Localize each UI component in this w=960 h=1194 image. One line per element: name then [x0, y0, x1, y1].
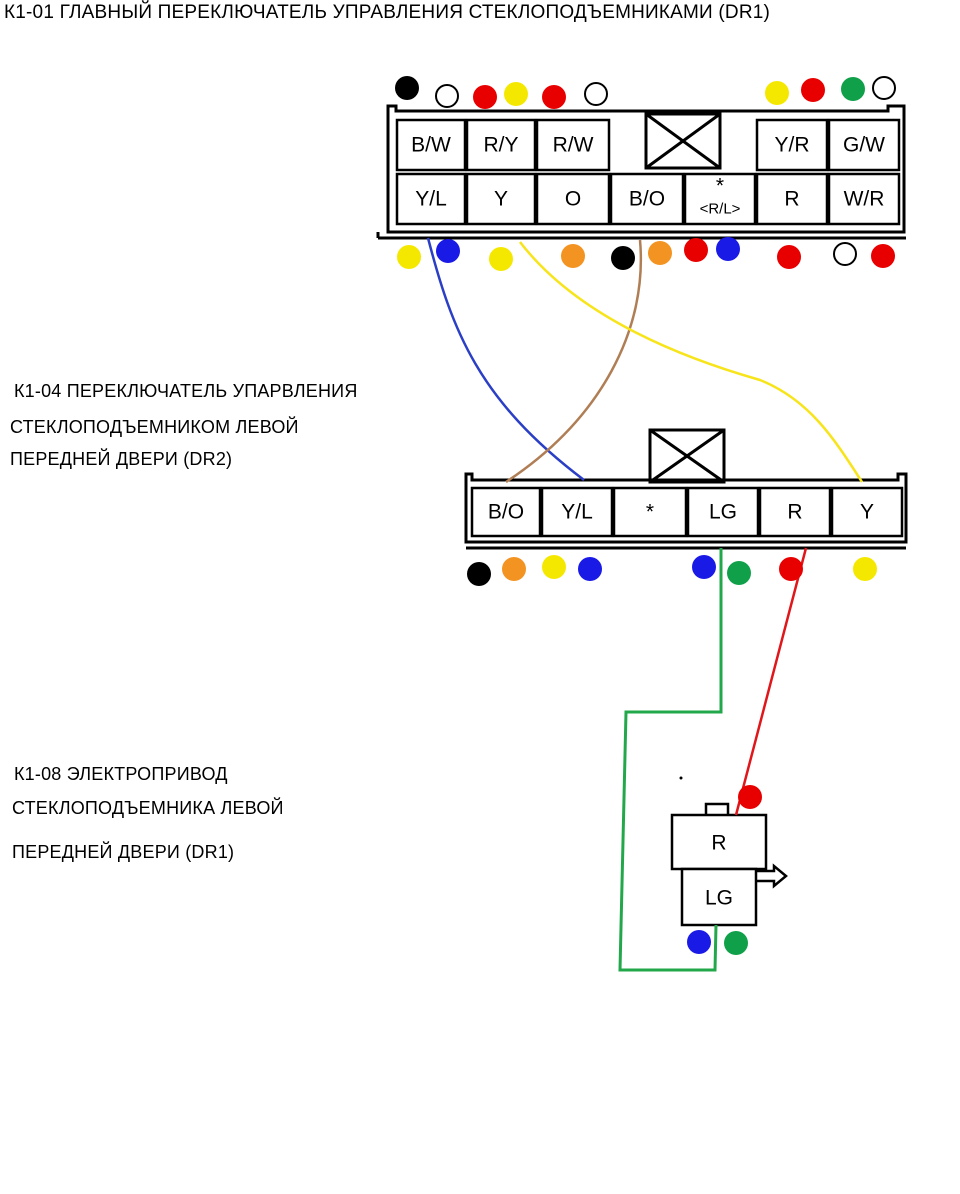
marker-blue — [716, 237, 740, 261]
pin-k104-yl-label: Y/L — [561, 501, 593, 524]
pin-k104-y — [830, 486, 904, 538]
pin-k104-yl — [540, 486, 614, 538]
marker-yellow — [397, 245, 421, 269]
marker-green — [724, 931, 748, 955]
marker-blue — [436, 239, 460, 263]
marker-red — [542, 85, 566, 109]
marker-yellow — [765, 81, 789, 105]
label-k1-04-line2: СТЕКЛОПОДЪЕМНИКОМ ЛЕВОЙ — [10, 417, 299, 437]
marker-red — [738, 785, 762, 809]
pin-k101-gw-label: G/W — [843, 134, 885, 157]
pin-k108-r — [670, 813, 768, 871]
label-k1-04-line3: ПЕРЕДНЕЙ ДВЕРИ (DR2) — [10, 449, 233, 469]
connector-k1-04-body — [464, 472, 908, 544]
pin-k101-yr-label: Y/R — [774, 134, 809, 157]
pin-k101-gw — [827, 118, 901, 172]
marker-white — [584, 82, 608, 106]
marker-black — [611, 246, 635, 270]
marker-white — [872, 76, 896, 100]
pin-k104-bo — [470, 486, 542, 538]
pin-k101-bo-label: B/O — [629, 188, 665, 211]
wire-red-r — [734, 547, 808, 816]
pin-k101-y — [465, 172, 537, 226]
pin-k101-o — [535, 172, 611, 226]
connector-k1-01: B/W R/Y R/W Y/R G/W Y/L Y O B/O * <R/L> … — [376, 104, 906, 240]
pin-k104-r-label: R — [787, 501, 802, 524]
pin-k104-y-label: Y — [860, 501, 874, 524]
label-k1-08-line2: СТЕКЛОПОДЪЕМНИКА ЛЕВОЙ — [12, 798, 284, 818]
marker-yellow — [542, 555, 566, 579]
label-k1-08-line3: ПЕРЕДНЕЙ ДВЕРИ (DR1) — [12, 842, 235, 862]
stray-dot — [679, 776, 683, 780]
marker-white — [435, 84, 459, 108]
pin-k101-yl — [395, 172, 467, 226]
wire-brown-bo — [505, 239, 643, 484]
pin-k104-star-label: * — [646, 501, 654, 524]
wire-yellow-y — [519, 241, 864, 483]
pin-k101-rl — [683, 172, 757, 226]
marker-green — [841, 77, 865, 101]
pin-k101-o-label: O — [565, 188, 581, 211]
marker-blue — [687, 930, 711, 954]
marker-red — [473, 85, 497, 109]
marker-yellow — [504, 82, 528, 106]
pin-k108-lg — [680, 867, 758, 927]
connector-k1-04: B/O Y/L * LG R Y — [464, 428, 908, 550]
pin-k101-rl-label: <R/L> — [700, 201, 741, 218]
marker-red — [777, 245, 801, 269]
marker-yellow — [489, 247, 513, 271]
marker-blue — [578, 557, 602, 581]
pin-k101-wr-label: W/R — [844, 188, 885, 211]
marker-orange — [561, 244, 585, 268]
pin-k101-y-label: Y — [494, 188, 508, 211]
pin-k101-r-label: R — [784, 188, 799, 211]
pin-k108-lg-label: LG — [705, 887, 733, 910]
marker-black — [467, 562, 491, 586]
pin-k101-wr — [827, 172, 901, 226]
pin-k101-yl-label: Y/L — [415, 188, 447, 211]
marker-white — [833, 242, 857, 266]
pin-k101-rw-label: R/W — [553, 134, 594, 157]
marker-yellow — [853, 557, 877, 581]
marker-red — [871, 244, 895, 268]
wire-green-lg — [618, 548, 723, 972]
connector-k1-08: R LG — [670, 802, 788, 927]
pin-k104-bo-label: B/O — [488, 501, 524, 524]
pin-k104-star — [612, 486, 688, 538]
marker-orange — [502, 557, 526, 581]
wire-blue-yl — [426, 237, 585, 481]
pin-k101-rw — [535, 118, 611, 172]
connector-k1-01-body — [386, 104, 906, 234]
marker-green — [727, 561, 751, 585]
marker-black — [395, 76, 419, 100]
pin-k104-lg — [686, 486, 760, 538]
pin-k101-ry — [465, 118, 537, 172]
pin-k101-yr — [755, 118, 829, 172]
marker-red — [801, 78, 825, 102]
title-k1-01: К1-01 ГЛАВНЫЙ ПЕРЕКЛЮЧАТЕЛЬ УПРАВЛЕНИЯ С… — [4, 2, 771, 23]
pin-k104-r — [758, 486, 832, 538]
pin-k101-bw-label: B/W — [411, 134, 451, 157]
marker-orange — [648, 241, 672, 265]
marker-red — [684, 238, 708, 262]
pin-k101-ry-label: R/Y — [483, 134, 518, 157]
marker-red — [779, 557, 803, 581]
color-markers — [395, 76, 896, 955]
pin-k101-r — [755, 172, 829, 226]
pin-k108-r-label: R — [711, 832, 726, 855]
marker-blue — [692, 555, 716, 579]
pin-k101-rl-star: * — [716, 175, 724, 198]
label-k1-04-line1: К1-04 ПЕРЕКЛЮЧАТЕЛЬ УПАРВЛЕНИЯ — [14, 381, 358, 401]
pin-k104-lg-label: LG — [709, 501, 737, 524]
label-k1-08-line1: К1-08 ЭЛЕКТРОПРИВОД — [14, 764, 228, 784]
connector-k1-08-latch-arrow — [756, 863, 788, 889]
pin-k101-bo — [609, 172, 685, 226]
pin-k101-bw — [395, 118, 467, 172]
